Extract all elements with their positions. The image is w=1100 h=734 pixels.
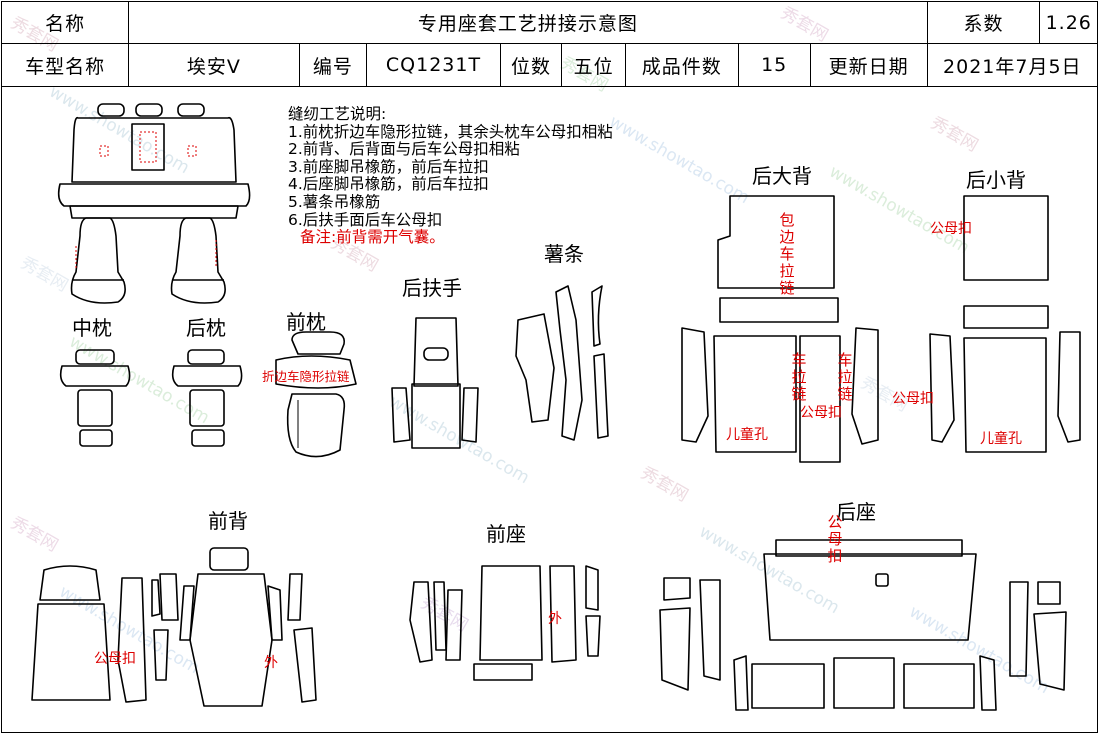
child-hole-annotation: 儿童孔 [980, 431, 1022, 447]
part-label-rear-small-back: 后小背 [966, 168, 1026, 192]
zipper-annotation: 车拉链 [791, 351, 807, 403]
rear-headrest-pattern [171, 349, 243, 447]
part-label-rear-headrest: 后枕 [186, 316, 226, 340]
part-label-rear-armrest: 后扶手 [402, 276, 462, 300]
snap-annotation: 公母扣 [930, 221, 972, 237]
part-label-fries: 薯条 [544, 242, 584, 266]
part-label-mid-headrest: 中枕 [72, 316, 112, 340]
snap-annotation: 公母扣 [827, 513, 843, 565]
model-label: 车型名称 [0, 43, 130, 87]
note-item: 3.前座脚吊橡筋，前后车拉扣 [288, 157, 489, 176]
snap-annotation: 公母扣 [800, 405, 842, 421]
notes-heading: 缝纫工艺说明: [288, 105, 387, 123]
mid-headrest-pattern [59, 349, 131, 447]
fold-zipper-annotation: 折边车隐形拉链 [262, 369, 350, 384]
rear-big-back-pattern [681, 195, 879, 463]
coefficient-value: 1.26 [1039, 1, 1098, 44]
note-item: 4.后座脚吊橡筋，前后车拉扣 [288, 175, 489, 194]
rear-seat-pattern [659, 539, 1067, 711]
outer-side-annotation: 外 [264, 655, 278, 671]
rear-armrest-pattern [391, 317, 479, 449]
child-hole-annotation: 儿童孔 [726, 427, 768, 443]
notes-remark: 备注:前背需开气囊。 [300, 228, 445, 247]
page-title: 专用座套工艺拼接示意图 [128, 1, 928, 44]
model-value: 埃安V [128, 43, 300, 87]
wrap-zipper-annotation: 包边车拉链 [779, 211, 795, 297]
front-headrest-pattern [275, 331, 357, 458]
coefficient-label: 系数 [926, 1, 1041, 44]
date-label: 更新日期 [809, 43, 928, 87]
seats-value: 五位 [561, 43, 626, 87]
snap-annotation: 公母扣 [94, 651, 136, 667]
header-table: 名称 专用座套工艺拼接示意图 系数 1.26 车型名称 埃安V 编号 CQ123… [0, 1, 1099, 87]
rear-bench-illustration [57, 103, 251, 219]
note-item: 1.前枕折边车隐形拉链，其余头枕车公母扣相粘 [288, 122, 613, 141]
code-value: CQ1231T [366, 43, 501, 87]
note-item: 2.前背、后背面与后车公母扣相粘 [288, 140, 520, 159]
snap-annotation: 公母扣 [892, 391, 934, 407]
front-seat-illustration [70, 217, 226, 304]
part-label-front-headrest: 前枕 [286, 310, 326, 334]
front-seat-pattern [409, 565, 601, 681]
note-item: 6.后扶手面后车公母扣 [288, 210, 443, 229]
pieces-label: 成品件数 [624, 43, 739, 87]
note-item: 5.薯条吊橡筋 [288, 192, 381, 211]
part-label-front-seat: 前座 [486, 522, 526, 546]
front-back-pattern [31, 547, 317, 707]
pieces-value: 15 [737, 43, 811, 87]
rear-small-back-pattern [929, 195, 1081, 453]
sewing-notes: 缝纫工艺说明: 1.前枕折边车隐形拉链，其余头枕车公母扣相粘 2.前背、后背面与… [288, 105, 613, 247]
seats-label: 位数 [499, 43, 563, 87]
part-label-rear-big-back: 后大背 [752, 164, 812, 188]
fries-pattern [515, 285, 609, 441]
part-label-front-back: 前背 [208, 509, 248, 533]
zipper-annotation: 车拉链 [837, 351, 853, 403]
part-label-rear-seat: 后座 [836, 500, 876, 524]
date-value: 2021年7月5日 [926, 43, 1099, 87]
outer-side-annotation: 外 [548, 611, 562, 627]
